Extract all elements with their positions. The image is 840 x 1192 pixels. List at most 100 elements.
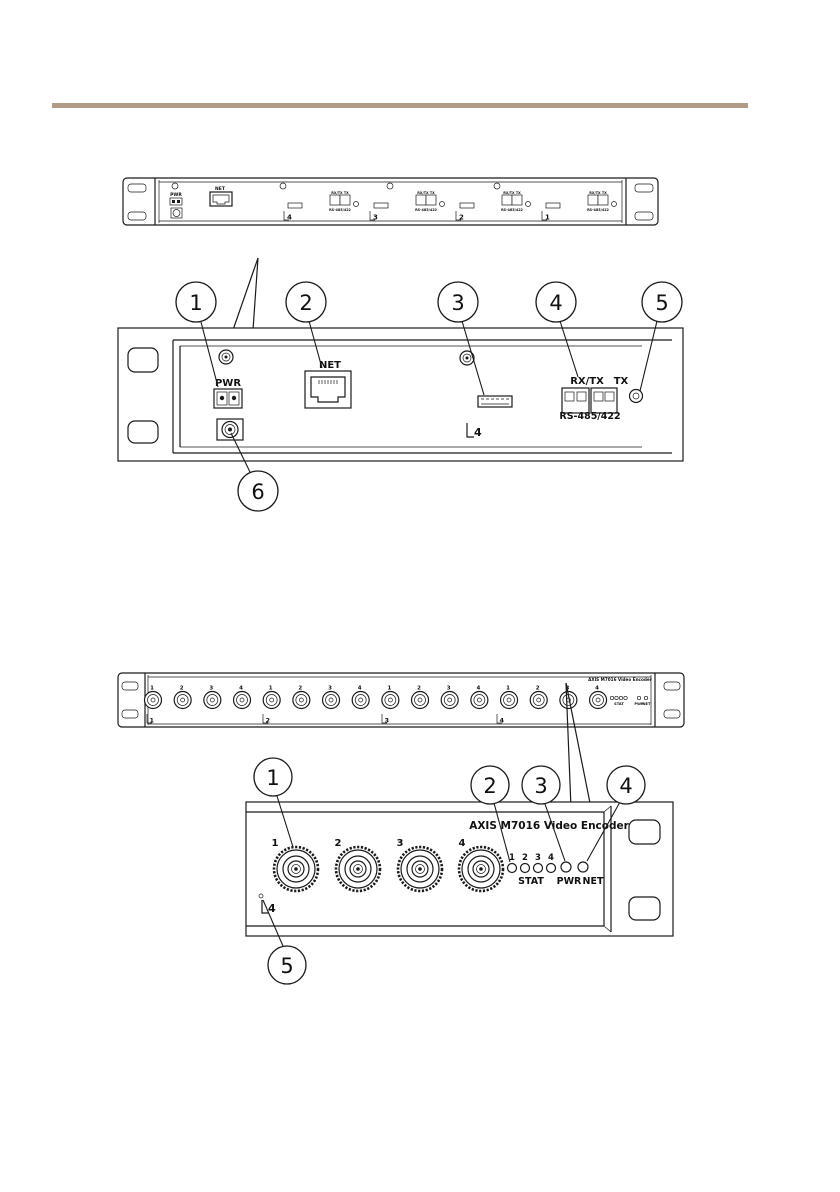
rear-overview-rs485-block (512, 195, 522, 205)
network-port-icon (305, 371, 351, 408)
port-number-label: 4 (474, 426, 482, 439)
callout-number: 4 (549, 291, 562, 315)
rear-overview-screw-icon (494, 183, 500, 189)
bnc-outer-ring (174, 692, 191, 709)
front-net-label: NET (583, 876, 604, 887)
dc-jack-icon (217, 419, 243, 440)
stat-label: STAT (518, 876, 544, 887)
rear-overview-rs485-block (502, 195, 512, 205)
rear-overview-dip-switch (288, 203, 302, 208)
front-overview-bnc-number: 1 (269, 686, 273, 692)
bnc-outer-ring (352, 692, 369, 709)
rear-overview-rx-tx-label: RX/TX TX (589, 191, 607, 195)
front-overview-bnc-icon (471, 692, 488, 709)
video-input-label-2: 2 (335, 838, 342, 849)
callout-1: 1 (176, 282, 216, 322)
rear-overview-rx-tx-label: RX/TX TX (417, 191, 435, 195)
network-port-contacts (319, 380, 337, 384)
front-overview-section-number: 1 (150, 717, 155, 725)
front-overview-bnc-icon (590, 692, 607, 709)
rear-overview-status-led (612, 202, 617, 207)
front-callout-5: 5 (268, 946, 306, 984)
rear-overview-rs485-block (416, 195, 426, 205)
rear-overview-rs485-label: RS-485/422 (501, 208, 523, 212)
rear-panel-overview: PWR NET RX/TX TXRS-485/4224RX/TX TXRS-48… (123, 178, 658, 225)
front-callout-1: 1 (254, 758, 292, 796)
power-led (561, 862, 571, 872)
dip-switch-housing (478, 396, 512, 407)
front-overview-bnc-icon (204, 692, 221, 709)
front-overview-net-label: NET (643, 702, 651, 706)
front-overview-bnc-icon (530, 692, 547, 709)
front-overview-section-number: 4 (500, 717, 505, 725)
bnc-outer-ring (323, 692, 340, 709)
front-overview-section-number: 2 (266, 717, 271, 725)
callout-2: 2 (286, 282, 326, 322)
front-overview-bnc-number: 2 (417, 686, 421, 692)
rear-overview-dip-switch (374, 203, 388, 208)
front-overview-bnc-icon (412, 692, 429, 709)
callout-number: 5 (655, 291, 668, 315)
video-input-label-3: 3 (397, 838, 404, 849)
front-overview-bnc-number: 2 (180, 686, 184, 692)
callout-number: 5 (280, 954, 293, 978)
power-terminal-pin (232, 396, 236, 400)
bnc-outer-ring (145, 692, 162, 709)
front-overview-bnc-icon (501, 692, 518, 709)
front-overview-bnc-icon (293, 692, 310, 709)
callout-number: 4 (619, 774, 632, 798)
screw-center (466, 357, 469, 360)
bnc-outer-ring (412, 692, 429, 709)
rear-overview-screw-icon (387, 183, 393, 189)
led-label-4: 4 (548, 853, 554, 863)
video-input-label-1: 1 (272, 838, 279, 849)
callout-number: 1 (189, 291, 202, 315)
front-overview-section-number: 3 (385, 717, 390, 725)
rear-overview-screw-icon (172, 183, 178, 189)
rear-overview-net-label: NET (215, 186, 226, 192)
model-label: AXIS M7016 Video Encoder (469, 820, 629, 832)
front-callout-2: 2 (471, 766, 509, 804)
front-overview-bnc-number: 1 (387, 686, 391, 692)
pwr-label: PWR (215, 378, 241, 389)
front-overview-bnc-number: 2 (536, 686, 540, 692)
front-overview-bnc-number: 1 (150, 686, 154, 692)
dc-jack-pin (228, 428, 232, 432)
rear-panel-detail: PWR NET 4 RX/TX TX (118, 282, 683, 511)
callout-number: 2 (483, 774, 496, 798)
front-overview-bnc-number: 2 (298, 686, 302, 692)
front-overview-bnc-number: 4 (476, 686, 480, 692)
rs485-connector-icon (562, 388, 617, 413)
callout-number: 1 (266, 766, 279, 790)
bnc-outer-ring (382, 692, 399, 709)
screw-center (225, 356, 228, 359)
front-overview-bnc-icon (234, 692, 251, 709)
bnc-outer-ring (293, 692, 310, 709)
led-label-3: 3 (535, 853, 541, 863)
rear-overview-rx-tx-label: RX/TX TX (503, 191, 521, 195)
front-overview-bnc-icon (323, 692, 340, 709)
front-overview-bnc-icon (145, 692, 162, 709)
bnc-pin (356, 867, 360, 871)
front-overview-bnc-number: 3 (328, 686, 332, 692)
rear-overview-port-number: 1 (545, 214, 550, 222)
rear-overview-port-number: 2 (459, 214, 464, 222)
bnc-pin (418, 867, 422, 871)
bnc-outer-ring (530, 692, 547, 709)
rear-overview-rx-tx-label: RX/TX TX (331, 191, 349, 195)
callout-number: 3 (451, 291, 464, 315)
net-label: NET (319, 360, 341, 371)
callout-6: 6 (238, 471, 278, 511)
front-overview-bnc-icon (352, 692, 369, 709)
rear-overview-status-led (526, 202, 531, 207)
front-overview-bnc-number: 1 (506, 686, 510, 692)
front-overview-bnc-number: 3 (209, 686, 213, 692)
rear-overview-dip-switch (546, 203, 560, 208)
power-terminal-pin (220, 396, 224, 400)
callout-5: 5 (642, 282, 682, 322)
front-overview-bnc-number: 4 (358, 686, 362, 692)
rx-tx-label: RX/TX (570, 376, 604, 387)
bnc-outer-ring (263, 692, 280, 709)
rear-overview-pwr-label: PWR (170, 192, 182, 198)
